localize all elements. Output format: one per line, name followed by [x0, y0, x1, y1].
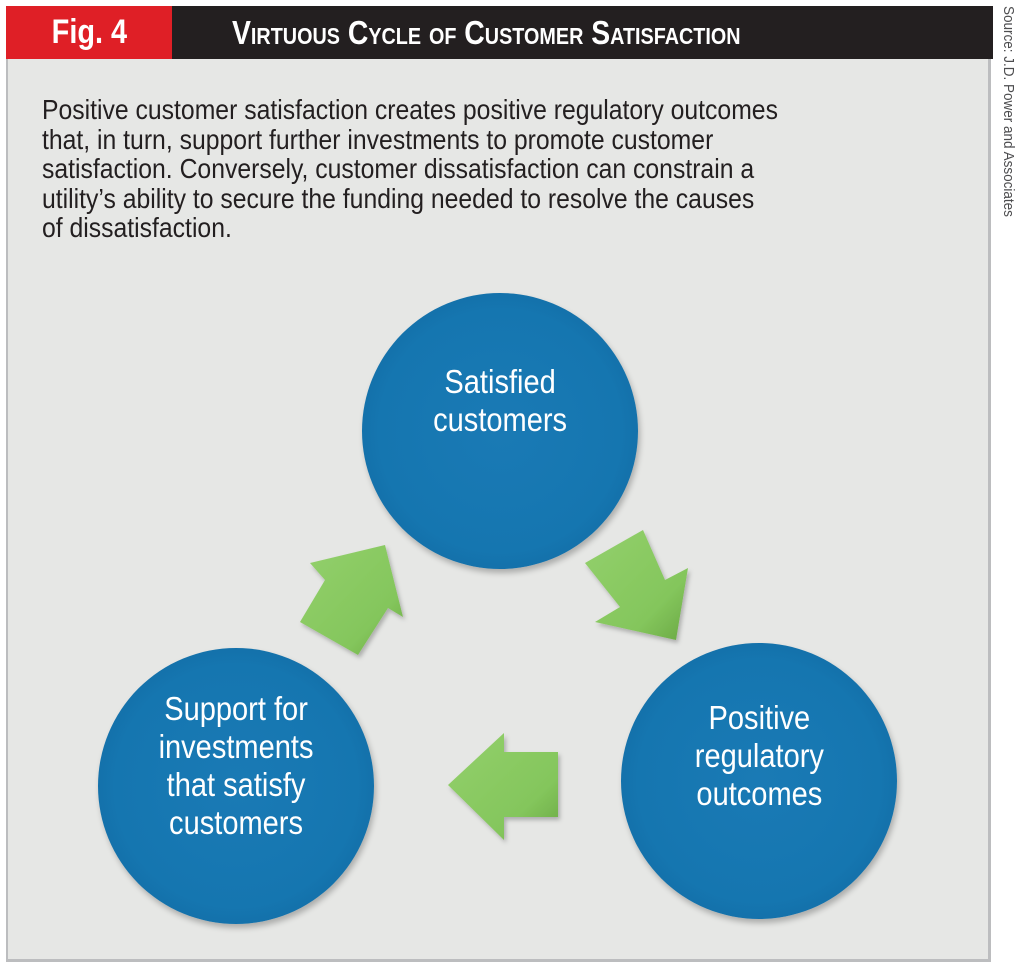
- intro-line: utility’s ability to secure the funding …: [42, 182, 755, 214]
- figure-number-label: Fig. 4: [6, 6, 172, 59]
- intro-line: Positive customer satisfaction creates p…: [42, 94, 778, 125]
- node-satisfied-customers: Satisfied customers: [362, 293, 638, 569]
- node-label: Satisfied customers: [433, 363, 567, 438]
- figure-title: Virtuous Cycle of Customer Satisfaction: [232, 13, 741, 51]
- figure-header: Fig. 4 Virtuous Cycle of Customer Satisf…: [6, 6, 993, 59]
- figure-title-bar: Virtuous Cycle of Customer Satisfaction: [172, 6, 993, 59]
- intro-line: of dissatisfaction.: [42, 212, 232, 243]
- node-label: Positive regulatory outcomes: [694, 699, 824, 812]
- figure-number-text: Fig. 4: [51, 13, 127, 51]
- intro-paragraph: Positive customer satisfaction creates p…: [42, 95, 942, 243]
- intro-line: satisfaction. Conversely, customer dissa…: [42, 153, 755, 184]
- source-credit: Source: J.D. Power and Associates: [1000, 6, 1017, 217]
- node-support-for-investments: Support for investments that satisfy cus…: [98, 648, 374, 924]
- intro-line: that, in turn, support further investmen…: [42, 123, 714, 155]
- node-label: Support for investments that satisfy cus…: [158, 690, 314, 841]
- node-positive-regulatory-outcomes: Positive regulatory outcomes: [621, 643, 897, 919]
